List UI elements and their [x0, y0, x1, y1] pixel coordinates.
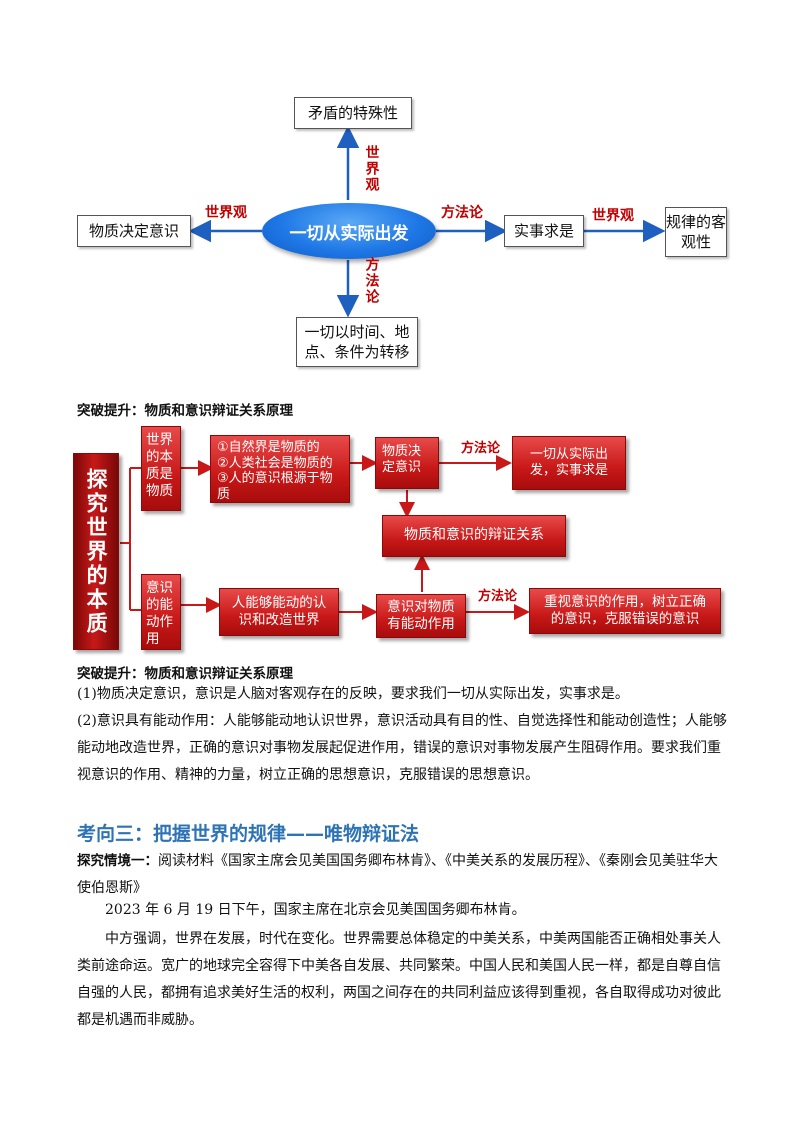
context-label: 探究情境一：	[77, 853, 158, 869]
label-method-bottom: 方法论	[478, 589, 518, 604]
box-seek-truth-from-facts: 实事求是	[504, 215, 584, 247]
label-methodology-bottom: 方法论	[363, 257, 380, 305]
bracket	[120, 467, 141, 611]
box-matter-list: ①自然界是物质的 ②人类社会是物质的 ③人的意识根源于物质	[210, 435, 350, 503]
concept-map-1-arrows	[188, 125, 666, 318]
paragraph-1: (1)物质决定意识，意识是人脑对客观存在的反映，要求我们一切从实际出发，实事求是…	[77, 686, 629, 702]
box-value-consciousness: 重视意识的作用，树立正确的意识，克服错误的意识	[529, 588, 721, 634]
box-matter-determines: 物质决定意识	[375, 437, 439, 489]
box-time-place-condition: 一切以时间、地点、条件为转移	[296, 317, 418, 367]
box-proceed-from-reality: 一切从实际出发，实事求是	[512, 436, 626, 490]
label-worldview-left: 世界观	[205, 205, 247, 221]
banner-explore-world-essence: 探究世界的本质	[73, 453, 119, 650]
paragraph-2: (2)意识具有能动作用：人能够能动地认识世界，意识活动具有目的性、自觉选择性和能…	[77, 713, 727, 783]
ellipse-proceed-from-reality: 一切从实际出发	[262, 203, 436, 259]
heading-breakthrough-1: 突破提升：物质和意识辩证关系原理	[77, 403, 293, 419]
concept-map-2-connectors	[120, 455, 530, 620]
box-world-essence-is-matter: 世界的本质是物质	[141, 426, 181, 511]
label-worldview-far-right: 世界观	[592, 208, 634, 224]
box-matter-determines-consciousness: 物质决定意识	[77, 215, 191, 247]
context-text: 阅读材料《国家主席会见美国国务卿布林肯》、《中美关系的发展历程》、《秦刚会见美驻…	[77, 853, 718, 896]
box-active-role-consciousness: 意识的能动作用	[141, 574, 181, 650]
box-people-can-know: 人能够能动的认识和改造世界	[219, 588, 339, 636]
banner-text: 探究世界的本质	[84, 467, 109, 636]
box-consciousness-acts: 意识对物质有能动作用	[376, 594, 466, 638]
context-intro: 探究情境一：阅读材料《国家主席会见美国国务卿布林肯》、《中美关系的发展历程》、《…	[77, 848, 727, 902]
heading-breakthrough-2: 突破提升：物质和意识辩证关系原理	[77, 666, 293, 682]
box-objectivity-of-laws: 规律的客观性	[665, 207, 727, 257]
label-method-top: 方法论	[461, 441, 501, 456]
box-dialectical-relation: 物质和意识的辩证关系	[382, 515, 566, 557]
label-methodology-right: 方法论	[441, 205, 483, 221]
context-paragraph-1: 2023 年 6 月 19 日下午，国家主席在北京会见美国国务卿布林肯。	[105, 902, 526, 918]
box-contradiction-particularity: 矛盾的特殊性	[294, 97, 412, 129]
context-paragraph-2: 中方强调，世界在发展，时代在变化。世界需要总体稳定的中美关系，中美两国能否正确相…	[77, 931, 721, 1028]
section-title: 考向三：把握世界的规律——唯物辩证法	[77, 823, 420, 845]
label-worldview-top: 世界观	[363, 145, 380, 193]
